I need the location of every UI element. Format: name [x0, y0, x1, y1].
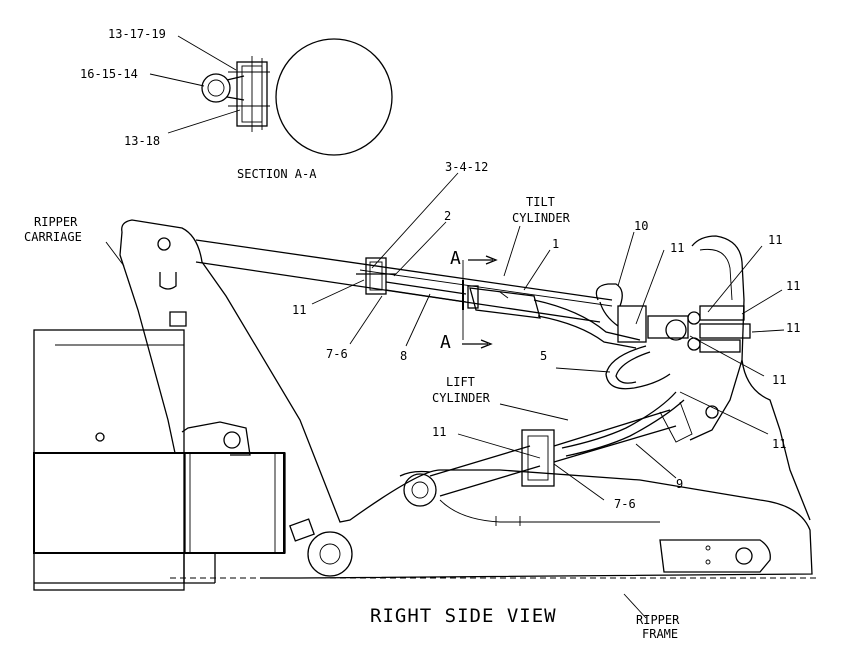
carriage-pin-upper [157, 237, 171, 251]
callout-3-4-12: 3-4-12 [445, 160, 488, 174]
tube-clamp-upper [365, 257, 387, 295]
ripper-beam [33, 452, 285, 554]
section-a-a-detail: 13-17-19 16-15-14 13-18 SECTION A-A [80, 27, 393, 181]
callout-10: 10 [634, 219, 648, 233]
callout-8: 8 [400, 349, 407, 363]
callout-7-6-lower: 7-6 [614, 497, 636, 511]
ripper-carriage-label-2: CARRIAGE [24, 230, 82, 244]
section-marker-top: A [450, 248, 461, 269]
section-marker-bottom: A [440, 332, 451, 353]
callout-2: 2 [444, 209, 451, 223]
callout-11-left: 11 [292, 303, 306, 317]
callout-1: 1 [552, 237, 559, 251]
lift-cylinder-clamp [521, 429, 555, 487]
hose-10-loop [595, 283, 623, 307]
callout-13-18: 13-18 [124, 134, 160, 148]
lift-cylinder-rod-upper [429, 445, 531, 477]
tilt-cylinder-body [469, 287, 541, 319]
callout-11-top-1: 11 [670, 241, 684, 255]
callout-11-top-2: 11 [768, 233, 782, 247]
tilt-hose-upper [533, 299, 641, 341]
lower-pivot [307, 531, 353, 577]
tilt-cylinder-upper-line [195, 239, 613, 301]
lift-hose-9 [561, 391, 677, 449]
callout-16-15-14: 16-15-14 [80, 67, 138, 81]
carriage-plate [121, 219, 813, 579]
section-tube-circle [275, 38, 393, 156]
lift-cylinder-label-1: LIFT [446, 375, 475, 389]
ripper-carriage-label-1: RIPPER [34, 215, 78, 229]
lift-pivot-pin [403, 473, 437, 507]
section-title: SECTION A-A [237, 167, 317, 181]
ripper-frame-plate [659, 539, 771, 573]
right-side-view: A A [33, 172, 820, 619]
callout-11-right-2: 11 [786, 321, 800, 335]
ripper-frame-label-2: FRAME [642, 627, 678, 641]
callout-9: 9 [676, 477, 683, 491]
ripper-carriage-box [33, 329, 185, 591]
callout-13-17-19: 13-17-19 [108, 27, 166, 41]
callout-7-6-upper: 7-6 [326, 347, 348, 361]
valve-block [617, 305, 647, 343]
hose-5-loop [605, 345, 671, 390]
tilt-cylinder-label-1: TILT [526, 195, 555, 209]
tilt-cylinder-label-2: CYLINDER [512, 211, 571, 225]
lift-cylinder-label-2: CYLINDER [432, 391, 491, 405]
callout-11-right-4: 11 [772, 437, 786, 451]
view-title: RIGHT SIDE VIEW [370, 605, 557, 627]
callout-5: 5 [540, 349, 547, 363]
callout-11-right-1: 11 [786, 279, 800, 293]
callout-11-lift: 11 [432, 425, 446, 439]
ripper-frame-label-1: RIPPER [636, 613, 680, 627]
section-clamp-ring [201, 73, 231, 103]
labels: 3-4-12 2 11 7-6 8 TILT CYLINDER 1 10 11 … [24, 160, 800, 641]
callout-11-right-3: 11 [772, 373, 786, 387]
